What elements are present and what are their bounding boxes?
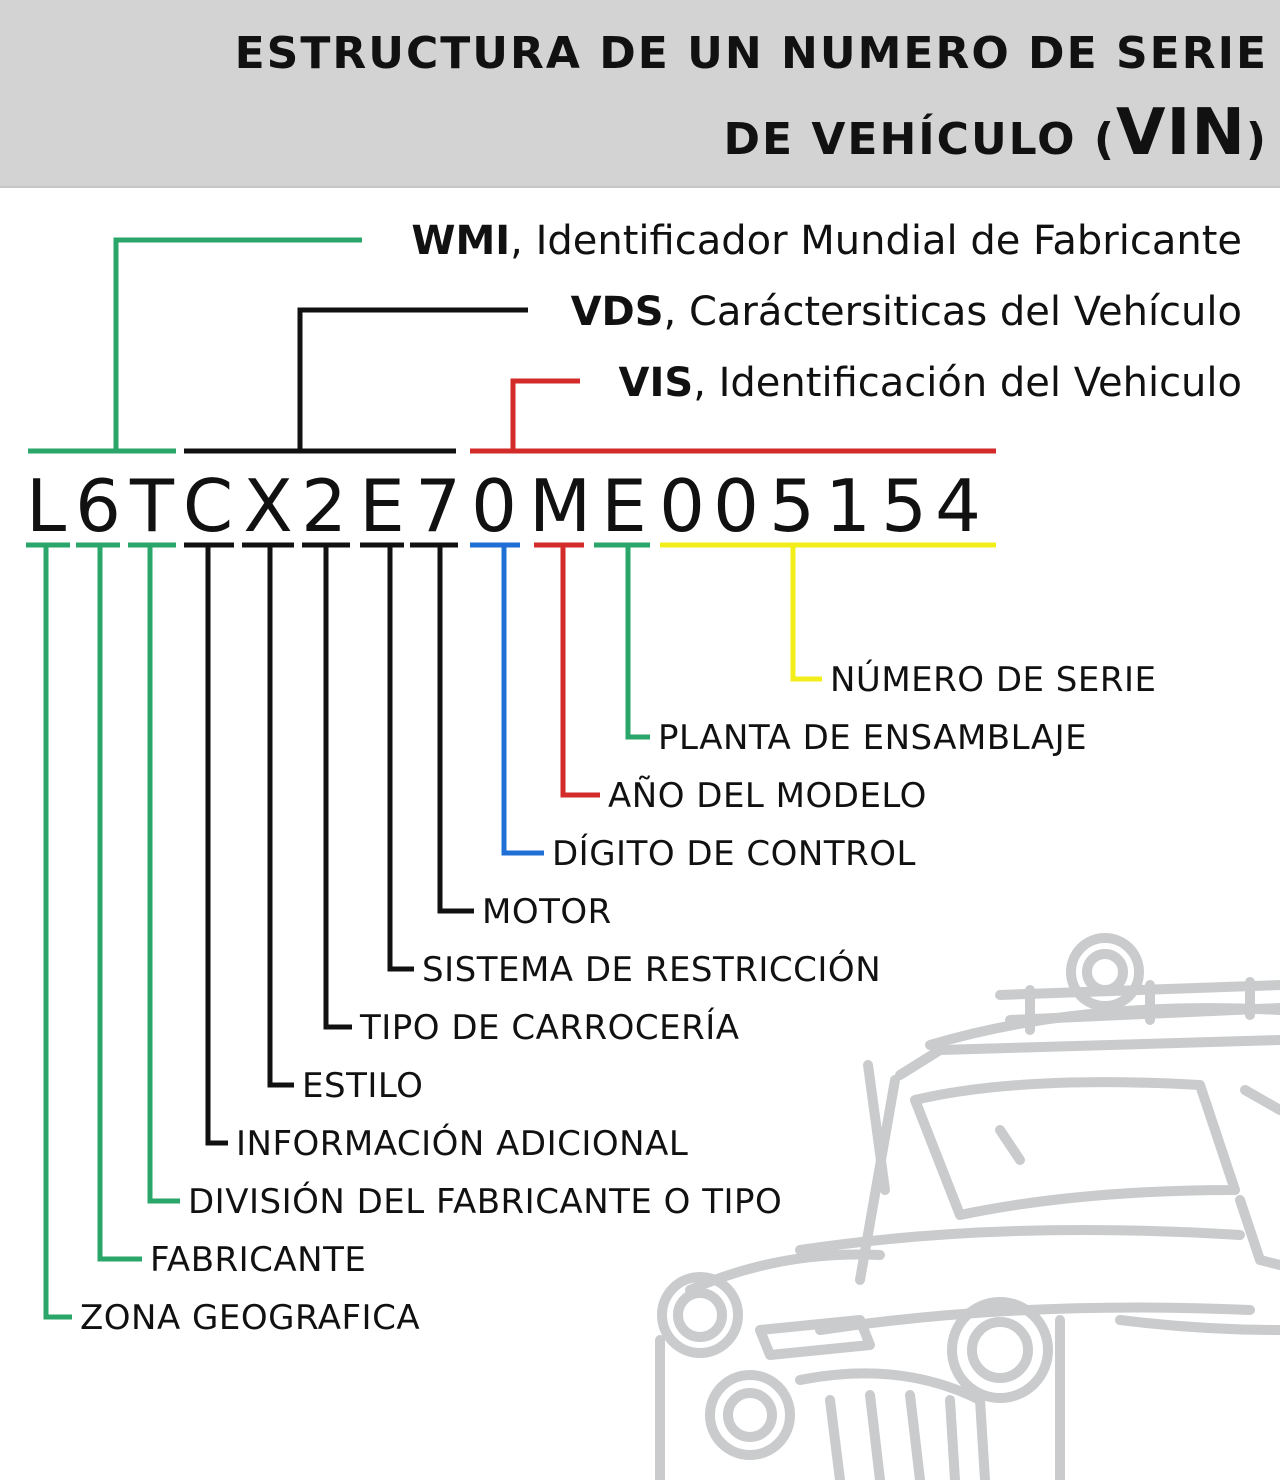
label-connector xyxy=(43,545,72,1320)
vin-char: 7 xyxy=(415,464,461,548)
vin-char: L xyxy=(26,464,66,548)
title-vin: VIN xyxy=(1115,96,1246,170)
group-label-vis: VIS, Identificación del Vehiculo xyxy=(619,360,1242,406)
label-connector xyxy=(387,545,414,972)
position-labels: NÚMERO DE SERIE PLANTA DE ENSAMBLAJE AÑO D… xyxy=(80,659,1157,1338)
position-label: AÑO DEL MODELO xyxy=(608,776,927,816)
label-connector xyxy=(501,545,544,856)
label-connector xyxy=(267,545,294,1088)
label-connector xyxy=(560,545,600,798)
position-label: ESTILO xyxy=(302,1066,423,1106)
vin-char: 5 xyxy=(881,464,927,548)
vin-char: 5 xyxy=(769,464,815,548)
position-label: INFORMACIÓN ADICIONAL xyxy=(236,1123,688,1164)
vin-char: 4 xyxy=(935,464,981,548)
bracket-vds-stem xyxy=(297,307,528,451)
vin-char: T xyxy=(129,464,175,548)
label-connector xyxy=(437,545,474,914)
group-label-wmi: WMI, Identificador Mundial de Fabricante xyxy=(411,218,1242,264)
bracket-vis-stem xyxy=(510,378,580,451)
title-line-2-prefix: DE VEHÍCULO ( xyxy=(723,114,1116,165)
vin-char: 0 xyxy=(471,464,517,548)
position-label: FABRICANTE xyxy=(150,1240,366,1280)
title-line-2-suffix: ) xyxy=(1245,114,1268,165)
bracket-wmi-stem xyxy=(113,237,362,451)
title-banner: ESTRUCTURA DE UN NUMERO DE SERIE DE VEHÍ… xyxy=(0,0,1280,188)
label-connector xyxy=(205,545,228,1146)
title-line-1: ESTRUCTURA DE UN NUMERO DE SERIE xyxy=(234,28,1268,79)
group-brackets xyxy=(28,237,996,454)
vin-char: 0 xyxy=(659,464,705,548)
vin-char: 1 xyxy=(825,464,871,548)
vin-char: M xyxy=(529,464,591,548)
position-label: NÚMERO DE SERIE xyxy=(830,659,1157,700)
label-connector xyxy=(790,545,822,682)
vin-char: E xyxy=(359,464,405,548)
vin-char: X xyxy=(243,464,292,548)
label-connector xyxy=(97,545,142,1262)
vin-char: 2 xyxy=(301,464,347,548)
position-label: DÍGITO DE CONTROL xyxy=(552,833,916,874)
vin-char: 0 xyxy=(713,464,759,548)
position-label: DIVISIÓN DEL FABRICANTE O TIPO xyxy=(188,1181,782,1222)
position-label: ZONA GEOGRAFICA xyxy=(80,1298,420,1338)
position-label: PLANTA DE ENSAMBLAJE xyxy=(658,718,1087,758)
vin-char: C xyxy=(183,464,233,548)
vin-char: E xyxy=(601,464,647,548)
group-label-vds: VDS, Caráctersiticas del Vehículo xyxy=(571,289,1242,335)
position-label: MOTOR xyxy=(482,892,612,932)
label-connector xyxy=(147,545,180,1204)
position-label: TIPO DE CARROCERÍA xyxy=(359,1007,739,1048)
title-line-2: DE VEHÍCULO (VIN) xyxy=(723,96,1268,170)
position-label: SISTEMA DE RESTRICCIÓN xyxy=(422,949,881,990)
vin-char: 6 xyxy=(75,464,121,548)
label-connector xyxy=(625,545,650,740)
label-connector xyxy=(323,545,352,1030)
position-connectors xyxy=(26,542,996,1320)
